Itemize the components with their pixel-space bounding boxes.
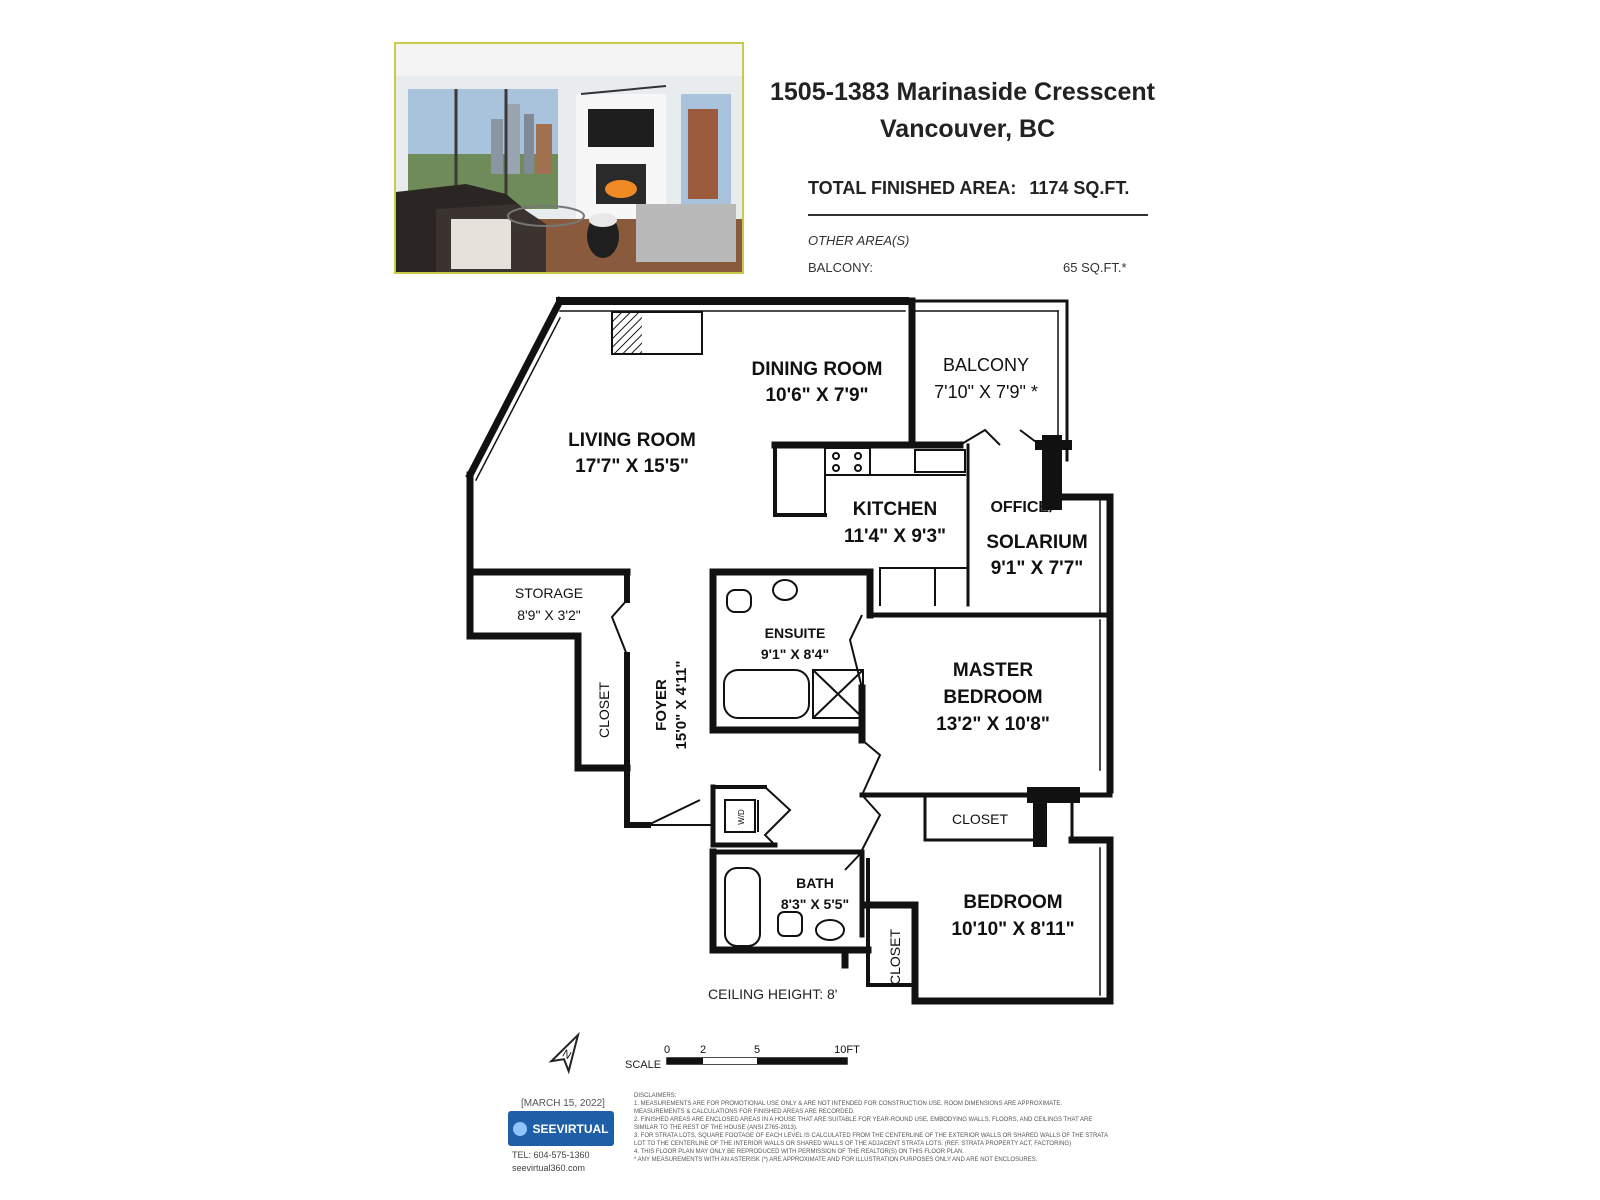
office-name-2: SOLARIUM — [986, 532, 1087, 553]
balcony-area-value: 65 SQ.FT.* — [1063, 260, 1127, 275]
disclaimer-line: DISCLAIMERS: — [634, 1093, 677, 1099]
closet-left-label: CLOSET — [596, 682, 612, 738]
disclaimer: DISCLAIMERS: 1. MEASUREMENTS ARE FOR PRO… — [634, 1092, 1114, 1164]
office-name-1: OFFICE/ — [990, 499, 1054, 516]
disclaimer-line: MEASUREMENTS & CALCULATIONS FOR FINISHED… — [634, 1109, 855, 1115]
disclaimer-line: 4. THIS FLOOR PLAN MAY ONLY BE REPRODUCE… — [634, 1149, 965, 1155]
header-divider — [808, 214, 1148, 216]
disclaimer-line: 2. FINISHED AREAS ARE ENCLOSED AREAS IN … — [634, 1117, 1093, 1123]
bath-dims: 8'3" X 5'5" — [781, 896, 849, 912]
total-area-value: 1174 SQ.FT. — [1029, 178, 1130, 198]
company-website: seevirtual360.com — [512, 1163, 586, 1173]
scale-tick-10: 10FT — [834, 1044, 860, 1056]
plan-date: [MARCH 15, 2022] — [521, 1098, 605, 1109]
living-room-name: LIVING ROOM — [568, 430, 696, 451]
living-room-photo — [394, 42, 744, 274]
scale-tick-2: 2 — [700, 1044, 706, 1056]
closet-bedroom-label: CLOSET — [887, 929, 903, 985]
bedroom-dims: 10'10" X 8'11" — [951, 919, 1074, 940]
address: 1505-1383 Marinaside Cresscent Vancouver… — [770, 74, 1190, 148]
master-bedroom-name-1: MASTER — [953, 660, 1034, 681]
balcony-area-label: BALCONY: — [808, 260, 874, 275]
foyer-name: FOYER — [653, 679, 670, 731]
storage-dims: 8'9" X 3'2" — [517, 607, 581, 623]
disclaimer-line: 3. FOR STRATA LOTS, SQUARE FOOTAGE OF EA… — [634, 1133, 1109, 1139]
dining-room-dims: 10'6" X 7'9" — [765, 385, 868, 406]
bedroom-name: BEDROOM — [963, 892, 1062, 913]
address-line-1: 1505-1383 Marinaside Cresscent — [770, 78, 1155, 106]
ensuite-name: ENSUITE — [765, 625, 826, 641]
balcony-area: BALCONY: 65 SQ.FT.* — [808, 260, 1138, 275]
ensuite-dims: 9'1" X 8'4" — [761, 646, 829, 662]
scale-bar: SCALE 0 2 5 10FT — [625, 1044, 860, 1071]
disclaimer-line: LOT TO THE CENTERLINE OF THE INTERIOR WA… — [634, 1141, 1072, 1147]
master-bedroom-name-2: BEDROOM — [943, 687, 1042, 708]
address-line-2: Vancouver, BC — [880, 115, 1056, 143]
disclaimer-line: * ANY MEASUREMENTS WITH AN ASTERISK (*) … — [634, 1157, 1038, 1163]
kitchen-dims: 11'4" X 9'3" — [844, 526, 946, 547]
fixtures — [610, 311, 1041, 947]
foyer-dims: 15'0" X 4'11" — [673, 661, 690, 750]
dining-room-name: DINING ROOM — [752, 359, 883, 380]
company-phone: TEL: 604-575-1360 — [512, 1150, 590, 1160]
north-arrow-icon: N — [548, 1031, 580, 1075]
living-room-dims: 17'7" X 15'5" — [575, 456, 689, 477]
scale-tick-0: 0 — [664, 1044, 670, 1056]
scale-tick-5: 5 — [754, 1044, 760, 1056]
total-area-label: TOTAL FINISHED AREA: — [808, 178, 1017, 198]
company-name: SEEVIRTUAL — [532, 1121, 609, 1136]
office-dims: 9'1" X 7'7" — [991, 558, 1084, 579]
disclaimer-line: SIMILAR TO THE REST OF THE HOUSE (ANSI Z… — [634, 1125, 798, 1131]
total-area: TOTAL FINISHED AREA: 1174 SQ.FT. — [808, 178, 1129, 199]
logo-icon — [513, 1121, 528, 1136]
walls — [465, 296, 1114, 1005]
wd-label: W/D — [737, 809, 746, 825]
scale-label: SCALE — [625, 1059, 661, 1071]
other-areas-label: OTHER AREA(S) — [808, 233, 910, 248]
storage-name: STORAGE — [515, 585, 583, 601]
closet-master-label: CLOSET — [952, 811, 1008, 827]
company-contact: TEL: 604-575-1360 seevirtual360.com — [512, 1149, 590, 1175]
disclaimer-line: 1. MEASUREMENTS ARE FOR PROMOTIONAL USE … — [634, 1101, 1063, 1107]
company-logo: SEEVIRTUAL — [508, 1111, 614, 1146]
bath-name: BATH — [796, 875, 834, 891]
balcony-name: BALCONY — [943, 355, 1029, 375]
master-bedroom-dims: 13'2" X 10'8" — [936, 714, 1050, 735]
kitchen-name: KITCHEN — [853, 499, 937, 520]
balcony-dims: 7'10" X 7'9" * — [934, 382, 1038, 402]
ceiling-height: CEILING HEIGHT: 8' — [708, 986, 838, 1002]
